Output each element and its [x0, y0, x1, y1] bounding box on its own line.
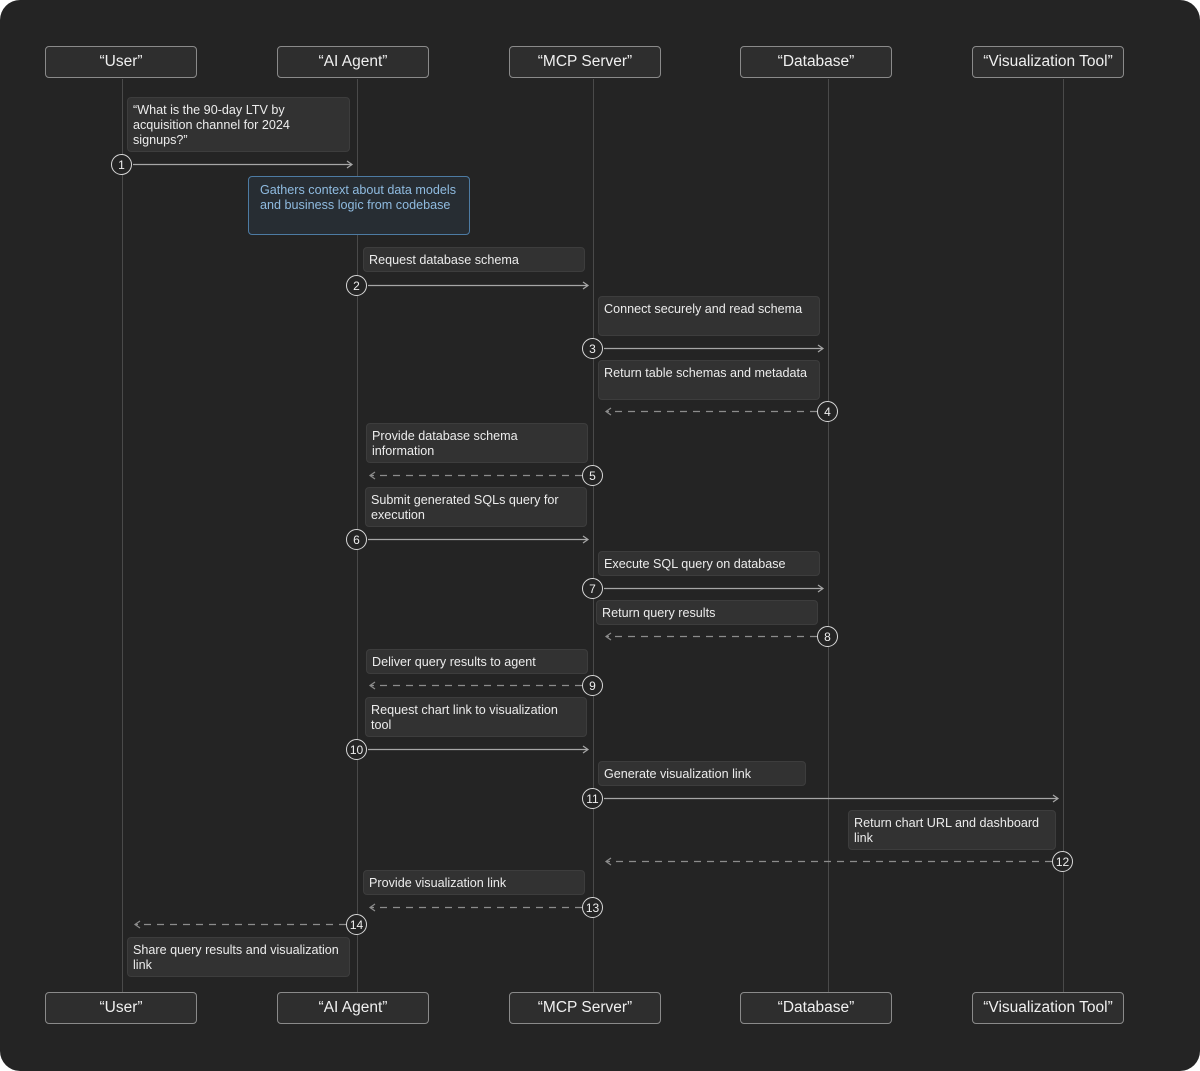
- message-label-6: Submit generated SQLs query for executio…: [365, 487, 587, 527]
- message-label-11: Generate visualization link: [598, 761, 806, 786]
- actor-database-bottom: “Database”: [740, 992, 892, 1024]
- message-label-3: Connect securely and read schema: [598, 296, 820, 336]
- message-arrowhead-8: [604, 632, 612, 641]
- message-label-9: Deliver query results to agent: [366, 649, 588, 674]
- step-badge-3: 3: [582, 338, 603, 359]
- step-badge-8: 8: [817, 626, 838, 647]
- step-badge-5: 5: [582, 465, 603, 486]
- message-arrowhead-10: [582, 745, 590, 754]
- message-arrowhead-4: [604, 407, 612, 416]
- note-gather-context: Gathers context about data models and bu…: [248, 176, 470, 235]
- message-label-12: Return chart URL and dashboard link: [848, 810, 1056, 850]
- step-badge-6: 6: [346, 529, 367, 550]
- message-arrowhead-12: [604, 857, 612, 866]
- lifeline-visualization-tool: [1063, 79, 1064, 992]
- message-label-8: Return query results: [596, 600, 818, 625]
- step-badge-2: 2: [346, 275, 367, 296]
- message-label-2: Request database schema: [363, 247, 585, 272]
- actor-user-bottom: “User”: [45, 992, 197, 1024]
- message-arrowhead-5: [368, 471, 376, 480]
- step-badge-13: 13: [582, 897, 603, 918]
- message-label-5: Provide database schema information: [366, 423, 588, 463]
- note-share-results: Share query results and visualization li…: [127, 937, 350, 977]
- lifeline-mcp-server: [593, 79, 594, 992]
- step-badge-9: 9: [582, 675, 603, 696]
- step-badge-10: 10: [346, 739, 367, 760]
- actor-user-top: “User”: [45, 46, 197, 78]
- step-badge-7: 7: [582, 578, 603, 599]
- actor-ai-agent-bottom: “AI Agent”: [277, 992, 429, 1024]
- message-label-4: Return table schemas and metadata: [598, 360, 820, 400]
- message-arrowhead-14: [133, 920, 141, 929]
- message-arrowhead-1: [346, 160, 354, 169]
- step-badge-1: 1: [111, 154, 132, 175]
- actor-mcp-server-bottom: “MCP Server”: [509, 992, 661, 1024]
- actor-ai-agent-top: “AI Agent”: [277, 46, 429, 78]
- step-badge-12: 12: [1052, 851, 1073, 872]
- message-label-10: Request chart link to visualization tool: [365, 697, 587, 737]
- message-arrowhead-2: [582, 281, 590, 290]
- message-arrowhead-3: [817, 344, 825, 353]
- actor-visualization-tool-top: “Visualization Tool”: [972, 46, 1124, 78]
- step-badge-4: 4: [817, 401, 838, 422]
- note-user-question: “What is the 90-day LTV by acquisition c…: [127, 97, 350, 152]
- lifeline-database: [828, 79, 829, 992]
- step-badge-14: 14: [346, 914, 367, 935]
- message-label-13: Provide visualization link: [363, 870, 585, 895]
- step-badge-11: 11: [582, 788, 603, 809]
- message-arrowhead-9: [368, 681, 376, 690]
- message-arrowhead-6: [582, 535, 590, 544]
- message-arrowhead-13: [368, 903, 376, 912]
- message-arrowhead-11: [1052, 794, 1060, 803]
- actor-visualization-tool-bottom: “Visualization Tool”: [972, 992, 1124, 1024]
- message-arrowhead-7: [817, 584, 825, 593]
- message-label-7: Execute SQL query on database: [598, 551, 820, 576]
- lifeline-user: [122, 79, 123, 992]
- actor-mcp-server-top: “MCP Server”: [509, 46, 661, 78]
- actor-database-top: “Database”: [740, 46, 892, 78]
